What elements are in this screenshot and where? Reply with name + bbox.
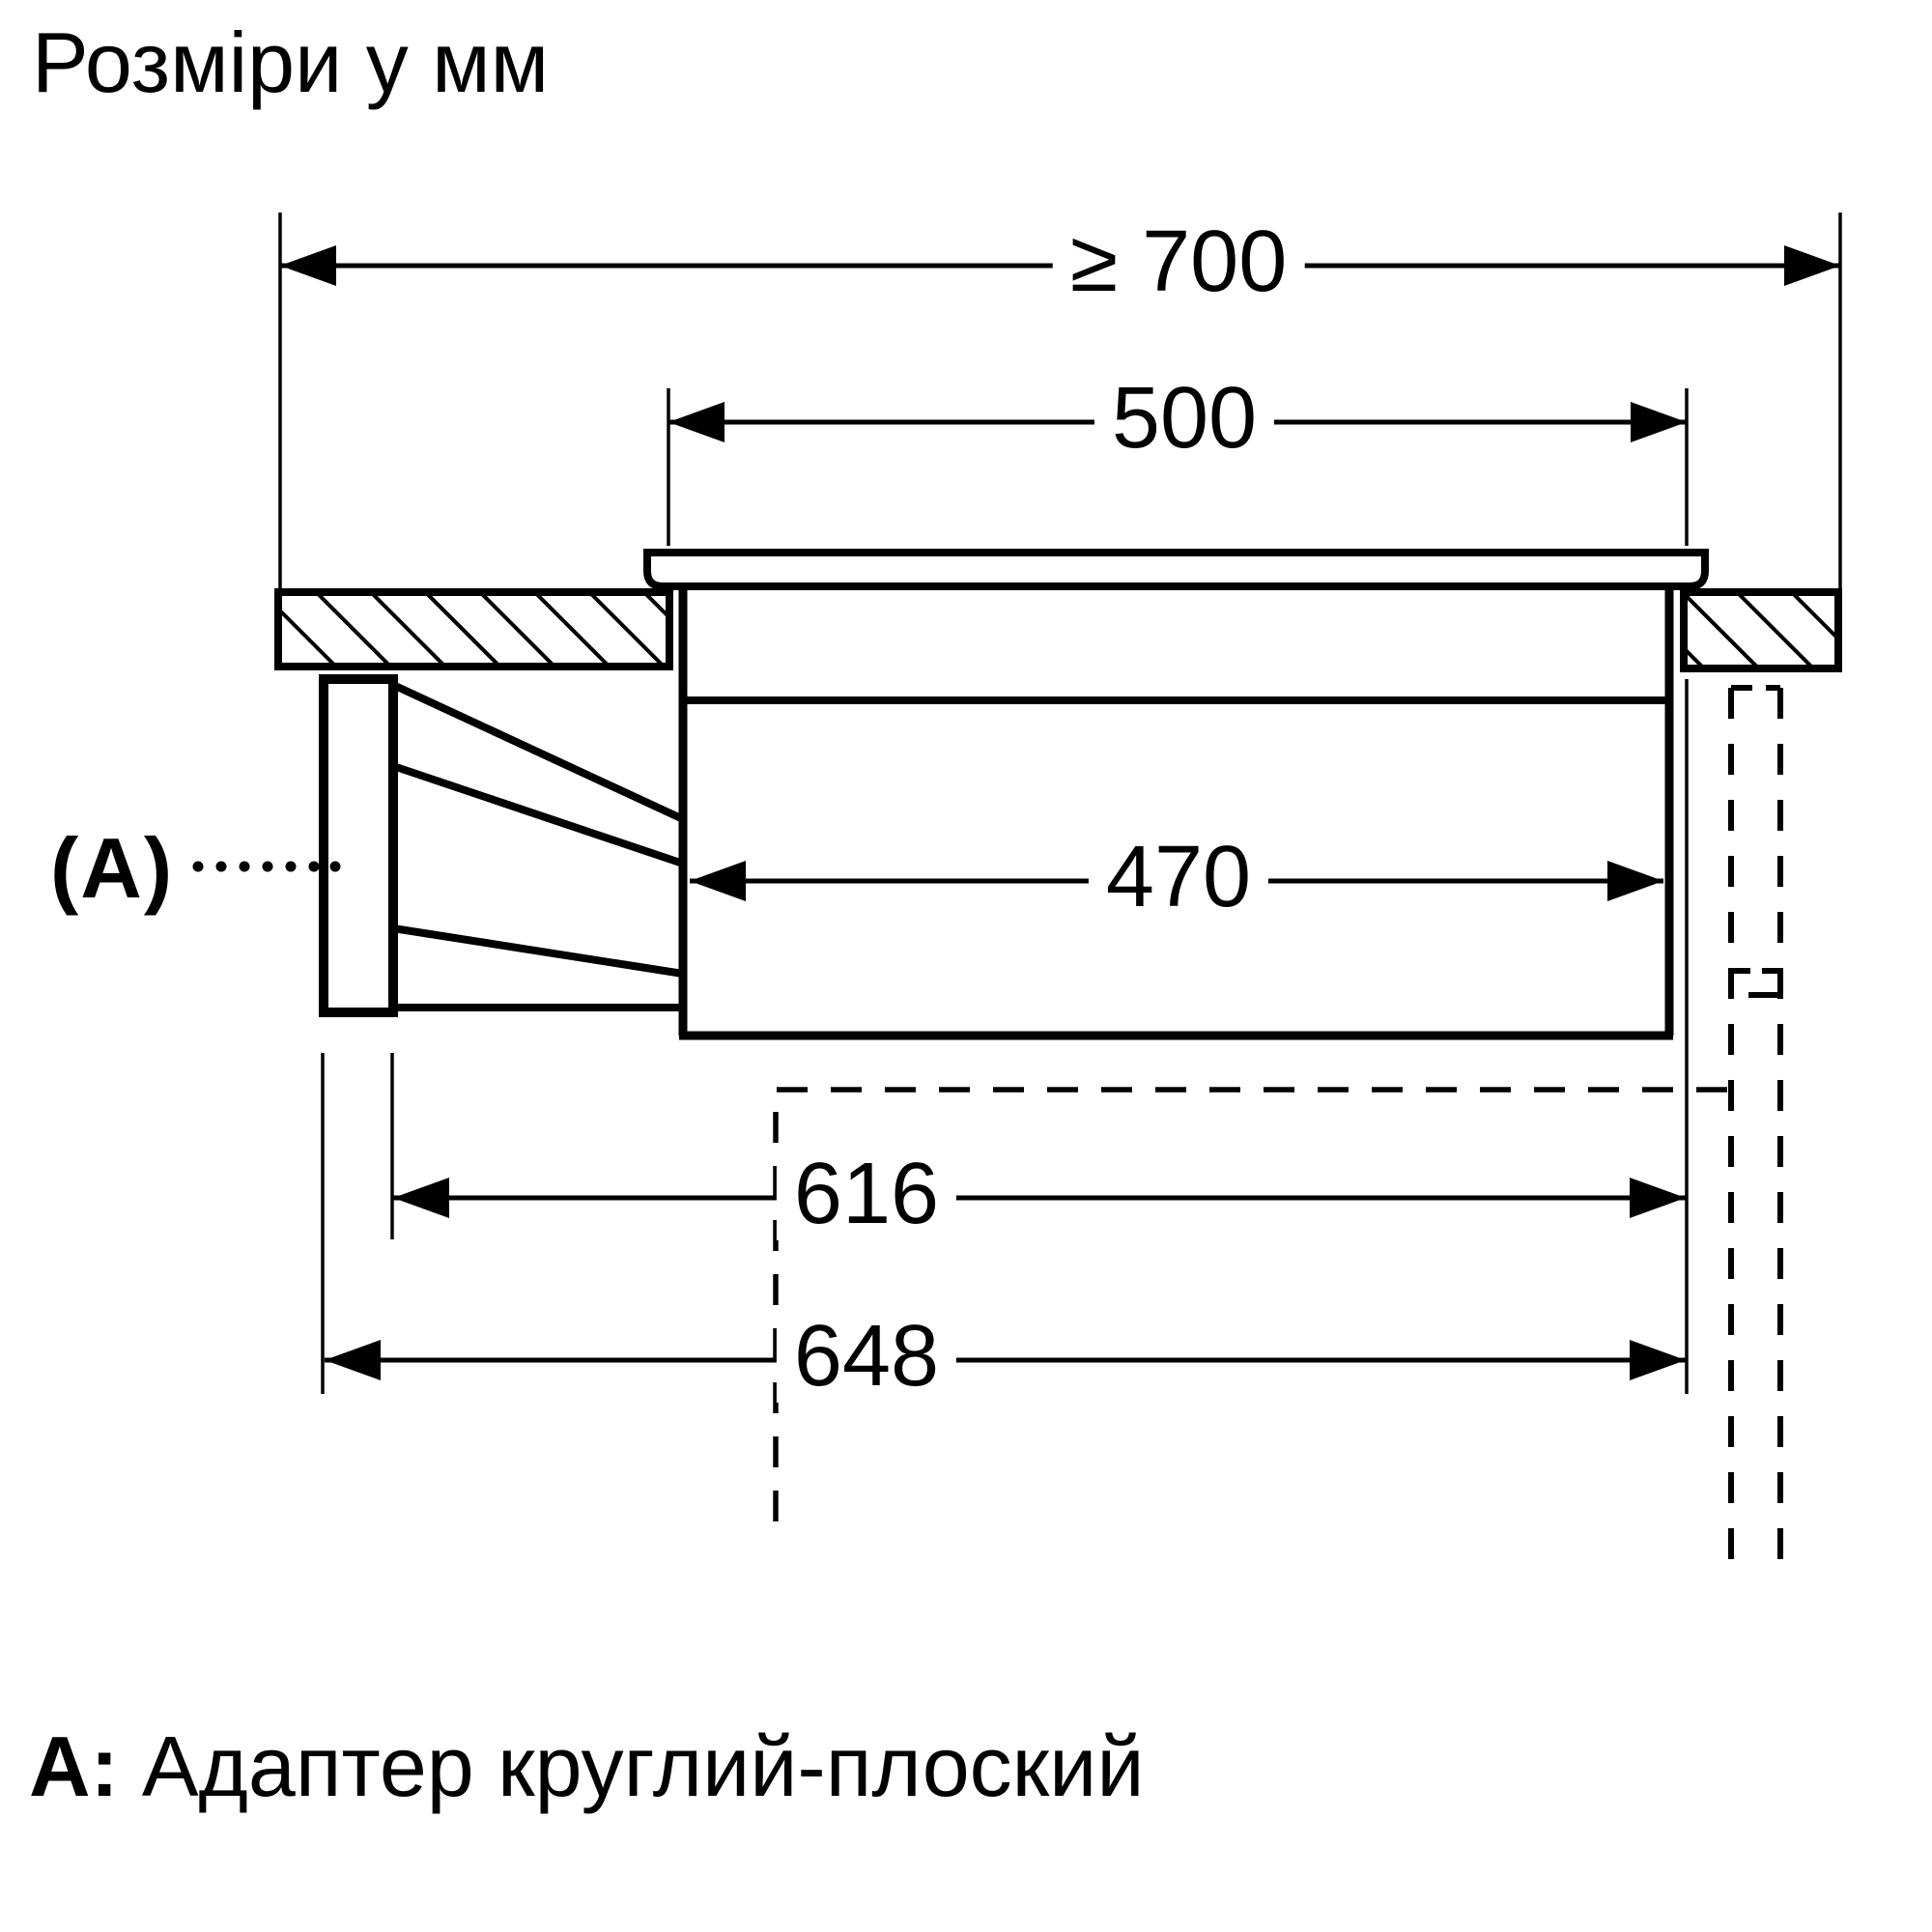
adapter-marker-label: (A) xyxy=(50,820,175,916)
footnote-description: Адаптер круглий-плоский xyxy=(141,1719,1145,1814)
adapter-outline xyxy=(319,674,398,1017)
dim-616-arrow-left xyxy=(393,1178,449,1218)
dim-500-arrow-left xyxy=(668,402,724,442)
dim-648-label: 648 xyxy=(776,1311,957,1403)
funnel-line-top xyxy=(391,681,685,823)
cabinet-dashed-corner xyxy=(773,1087,1727,1538)
dim-500-arrow-right xyxy=(1631,402,1687,442)
dim-700-arrow-left xyxy=(280,245,336,286)
dim-616-arrow-right xyxy=(1630,1178,1686,1218)
dim-700-arrow-right xyxy=(1784,245,1840,286)
dim-470-arrow-right xyxy=(1607,861,1663,901)
adapter-leader-dots xyxy=(192,861,341,872)
funnel-line-lower-mid xyxy=(392,924,684,978)
footnote-caption: A:Адаптер круглий-плоский xyxy=(29,1718,1144,1816)
dim-616-label: 616 xyxy=(776,1149,957,1240)
worktop-right-section xyxy=(1680,588,1842,672)
dim-470-arrow-left xyxy=(690,861,746,901)
funnel-line-upper-mid xyxy=(391,762,685,867)
dim-648-arrow-right xyxy=(1630,1340,1686,1380)
dim-700-label: ≥ 700 xyxy=(1052,216,1305,308)
dim-500-label: 500 xyxy=(1094,373,1275,465)
dim-648-arrow-left xyxy=(325,1340,381,1380)
page-title: Розміри у мм xyxy=(32,14,550,110)
footnote-key: A: xyxy=(29,1719,119,1814)
worktop-left-section xyxy=(274,588,673,670)
dim-470-label: 470 xyxy=(1088,832,1269,923)
hob-glass-plate xyxy=(643,549,1709,590)
